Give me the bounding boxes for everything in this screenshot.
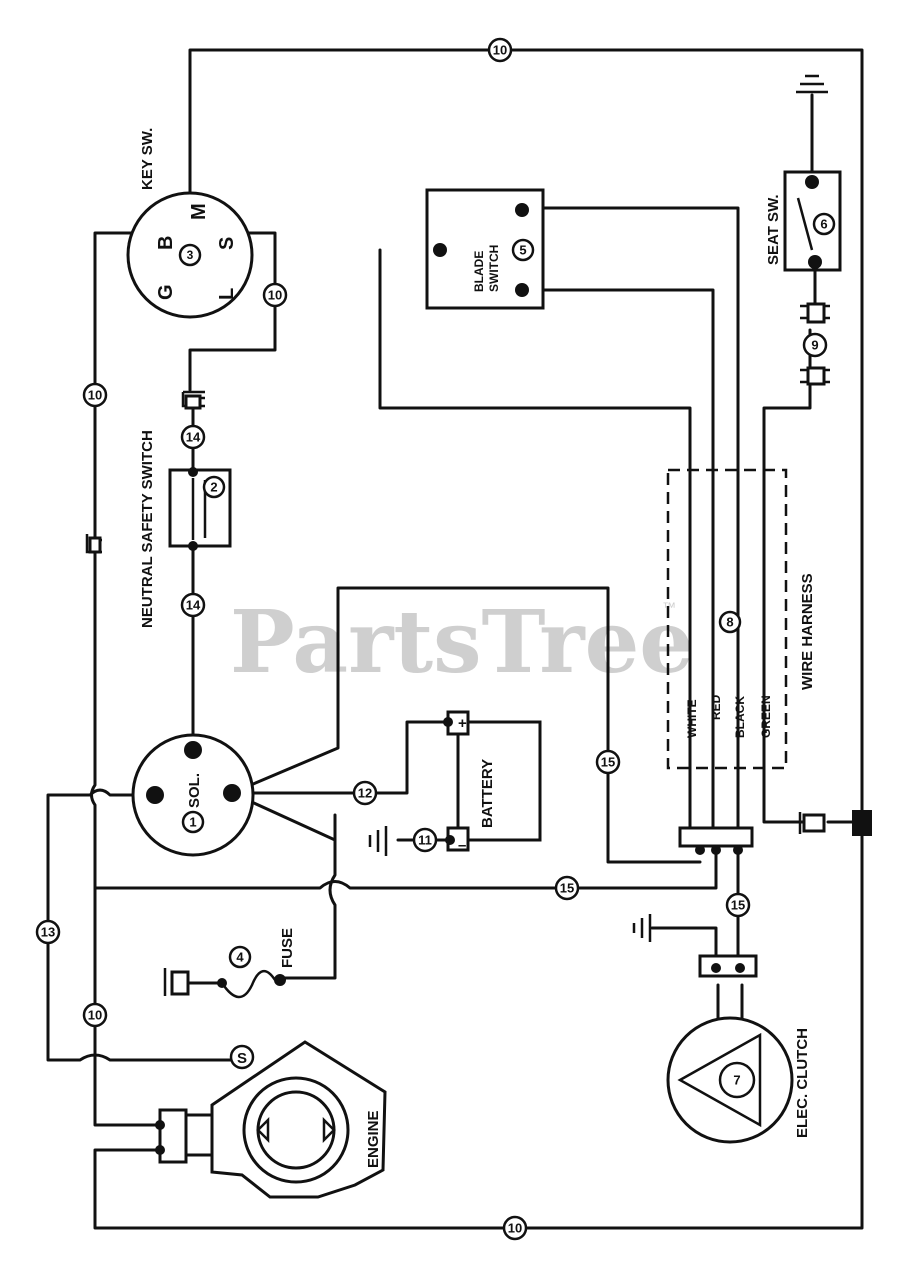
svg-text:11: 11 — [418, 833, 432, 848]
clutch-number: 7 — [718, 1061, 756, 1099]
ground-seat-icon — [796, 74, 828, 94]
harness-wire-white: WHITE — [685, 699, 699, 738]
svg-text:15: 15 — [560, 881, 574, 896]
wire-top-10 — [93, 48, 864, 1230]
key-terminal-b: B — [155, 236, 177, 250]
wire-15-sol — [93, 848, 718, 890]
wire-badge-15-harness: 15 — [595, 749, 621, 775]
key-terminal-g: G — [155, 284, 177, 300]
wire-clutch-legs — [716, 983, 744, 1024]
svg-text:10: 10 — [88, 1008, 102, 1023]
battery: + – BATTERY — [443, 710, 542, 854]
solenoid-number: 1 — [181, 810, 205, 834]
wire-badge-9: 9 — [802, 332, 828, 358]
svg-text:7: 7 — [733, 1073, 740, 1088]
ground-clutch-icon — [632, 914, 652, 942]
solenoid-label: SOL. — [186, 773, 203, 808]
blade-switch-number: 5 — [511, 238, 535, 262]
ground-battery-icon — [368, 826, 388, 856]
wire-clutch-gnd — [650, 926, 718, 960]
svg-text:9: 9 — [811, 338, 818, 353]
seat-switch: 6 SEAT SW. — [765, 170, 842, 272]
svg-text:1: 1 — [189, 815, 196, 830]
harness-wire-black: BLACK — [733, 696, 747, 738]
battery-plus: + — [458, 715, 467, 732]
key-terminal-s: S — [216, 237, 238, 250]
engine-terminal-s: S — [237, 1050, 247, 1067]
svg-text:10: 10 — [88, 388, 102, 403]
fuse: 4 FUSE — [217, 928, 296, 999]
wire-sol-fan-up — [230, 586, 702, 864]
wire-key-s — [188, 231, 277, 392]
wire-harness: WHITE RED BLACK GREEN WIRE HARNESS 8 — [666, 468, 816, 770]
wire-fuse-right — [281, 813, 337, 980]
key-switch-number: 3 — [187, 248, 194, 262]
solenoid: 1 SOL. — [131, 733, 255, 857]
svg-text:4: 4 — [236, 950, 244, 965]
blade-switch: BLADE SWITCH 5 — [425, 188, 545, 310]
svg-text:10: 10 — [508, 1221, 522, 1236]
neutral-safety-switch: 2 NEUTRAL SAFETY SWITCH — [139, 430, 232, 628]
key-terminal-m: M — [188, 203, 210, 220]
wire-badge-left-key: 10 — [82, 382, 108, 408]
key-terminal-l: L — [216, 288, 238, 300]
wire-badge-nss-bottom: 14 — [180, 592, 206, 618]
svg-text:15: 15 — [731, 898, 745, 913]
blade-switch-label-2: SWITCH — [487, 245, 501, 292]
key-switch: 3 M B S G L KEY SW. — [126, 128, 254, 319]
svg-text:6: 6 — [820, 217, 827, 232]
svg-text:14: 14 — [186, 430, 201, 445]
wire-badge-top: 10 — [487, 37, 513, 63]
svg-text:10: 10 — [268, 288, 282, 303]
electric-clutch: 7 ELEC. CLUTCH — [666, 1016, 811, 1144]
connectors — [85, 302, 872, 1164]
wire-badge-sol-batt: 12 — [352, 780, 378, 806]
fuse-label: FUSE — [279, 928, 296, 968]
wire-black — [520, 206, 740, 832]
ground-symbols — [368, 74, 828, 942]
watermark: PartsTree — [230, 592, 694, 693]
wire-badge-nss-top: 14 — [180, 424, 206, 450]
engine: S ENGINE — [184, 1040, 387, 1199]
wire-12 — [230, 720, 447, 795]
harness-wire-green: GREEN — [759, 695, 773, 738]
engine-label: ENGINE — [365, 1110, 382, 1168]
wire-badge-13: 13 — [35, 919, 61, 945]
svg-text:2: 2 — [210, 480, 217, 495]
nss-label: NEUTRAL SAFETY SWITCH — [139, 430, 156, 628]
wire-badge-bottom: 10 — [502, 1215, 528, 1241]
key-switch-label: KEY SW. — [139, 128, 156, 190]
wire-badge-key-s: 10 — [262, 282, 288, 308]
nss-number: 2 — [202, 475, 226, 499]
svg-text:5: 5 — [519, 243, 526, 258]
svg-text:10: 10 — [493, 43, 507, 58]
seat-switch-label: SEAT SW. — [765, 194, 782, 265]
svg-text:8: 8 — [726, 615, 733, 630]
wire-badge-ground-batt: 11 — [412, 827, 438, 853]
wire-fuse — [93, 966, 162, 1127]
svg-text:15: 15 — [601, 755, 615, 770]
svg-text:13: 13 — [41, 925, 55, 940]
wire-white — [378, 248, 692, 832]
svg-text:14: 14 — [186, 598, 201, 613]
wire-badge-15-sol: 15 — [554, 875, 580, 901]
wire-number-badges: 10 10 10 10 10 14 14 12 11 15 15 15 13 9 — [35, 37, 828, 1241]
clutch-label: ELEC. CLUTCH — [794, 1028, 811, 1138]
harness-number: 8 — [718, 610, 742, 634]
wire-badge-engine-left: 10 — [82, 1002, 108, 1028]
svg-text:12: 12 — [358, 786, 372, 801]
harness-wire-red: RED — [709, 694, 723, 720]
wire-red — [520, 288, 715, 832]
harness-label: WIRE HARNESS — [799, 573, 816, 690]
blade-switch-label-1: BLADE — [472, 251, 486, 292]
battery-minus: – — [458, 837, 466, 854]
battery-label: BATTERY — [479, 759, 496, 828]
seat-switch-number: 6 — [812, 212, 836, 236]
fuse-number: 4 — [228, 945, 252, 969]
wire-badge-15-clutch: 15 — [725, 892, 751, 918]
